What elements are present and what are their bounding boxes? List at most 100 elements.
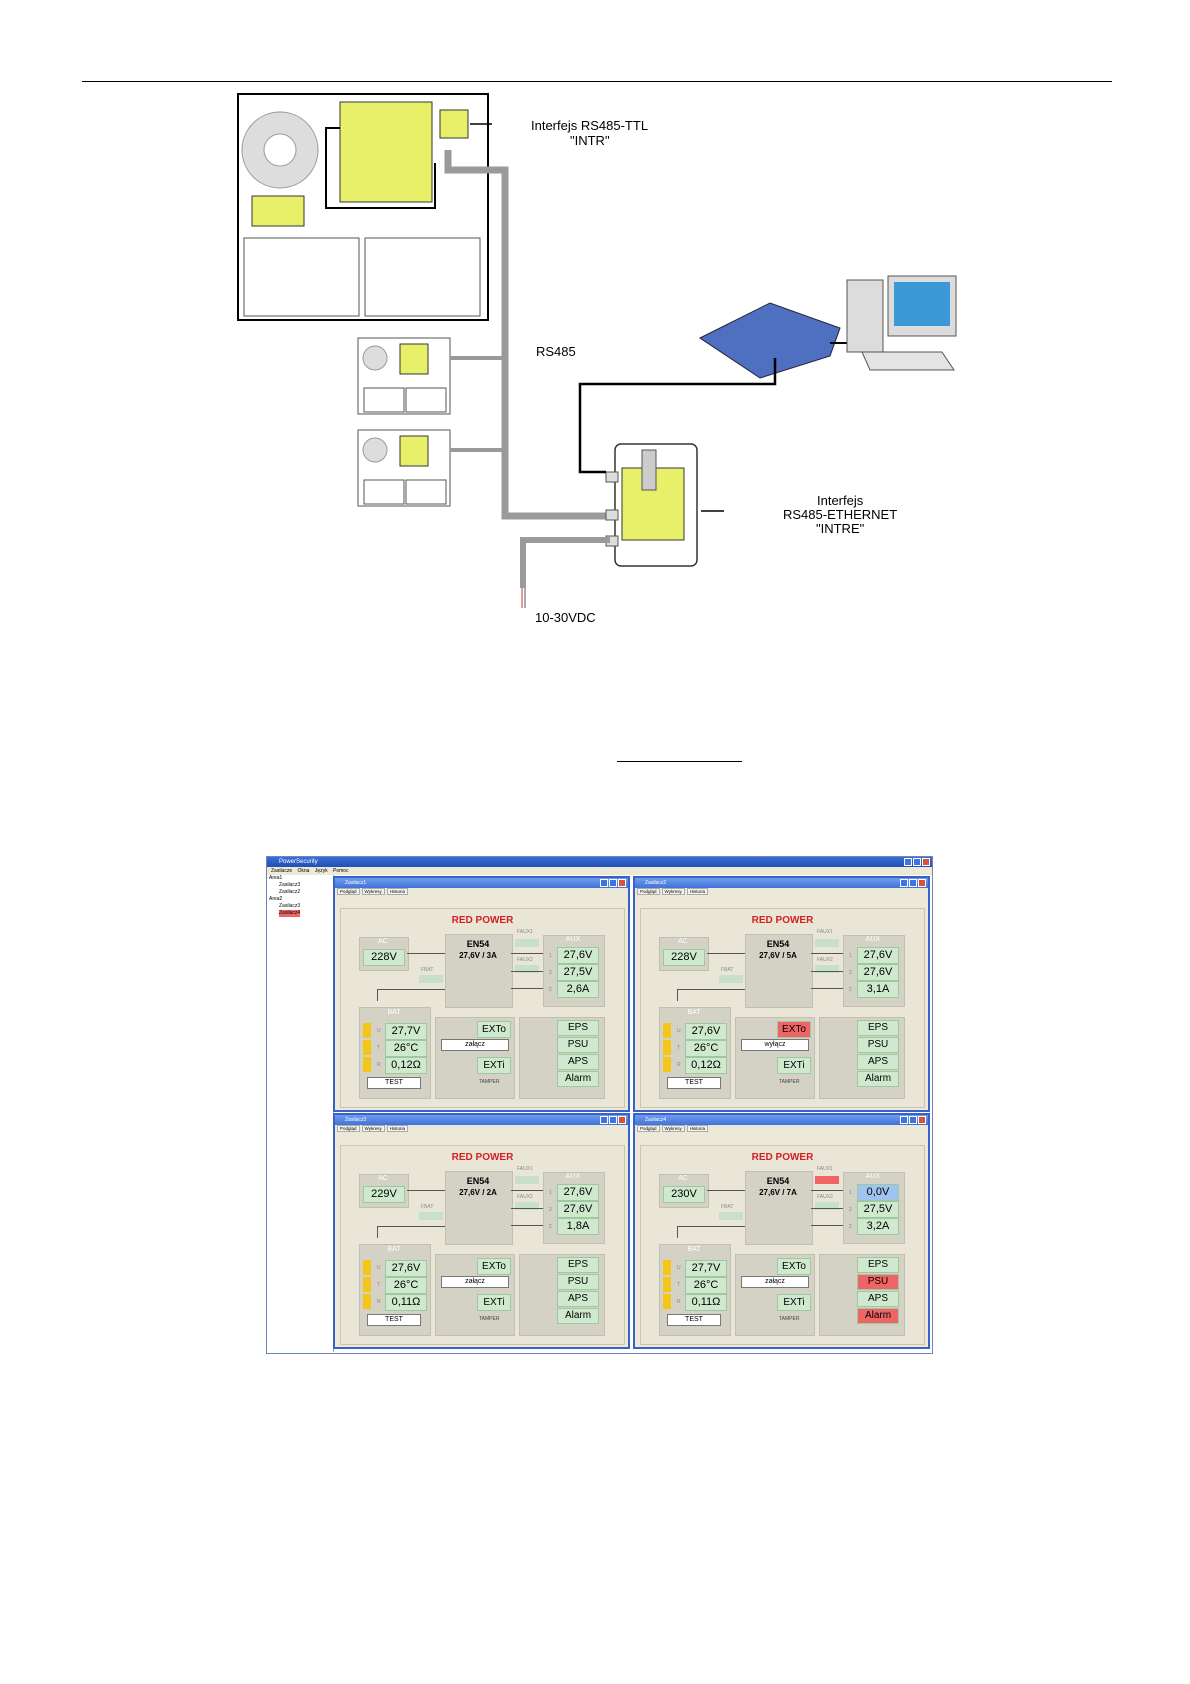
minimize-button[interactable]	[904, 858, 912, 866]
psu-window-title: Zasilacz3	[345, 1117, 367, 1123]
intre-label-line1: Interfejs	[817, 493, 864, 508]
aux2-index: 2	[849, 970, 852, 976]
tab-wykresy[interactable]: Wykresy	[361, 1125, 385, 1132]
tamper-label: TAMPER	[479, 1079, 500, 1085]
aux-label: AUX	[865, 936, 881, 943]
faux2-label: FAUX2	[817, 957, 833, 963]
wire	[511, 953, 543, 954]
menu-jezyk[interactable]: Język	[314, 868, 328, 874]
test-button[interactable]: TEST	[667, 1314, 721, 1326]
minimize-button[interactable]	[900, 1116, 908, 1124]
wire	[511, 971, 543, 972]
tab-wykresy[interactable]: Wykresy	[361, 888, 385, 895]
psu-indicator: PSU	[857, 1274, 899, 1290]
bat-label: BAT	[687, 1246, 701, 1253]
tab-historia[interactable]: Historia	[386, 1125, 408, 1132]
maximize-button[interactable]	[909, 1116, 917, 1124]
keyboard-icon	[861, 351, 955, 371]
minimize-button[interactable]	[600, 879, 608, 887]
tab-podglad[interactable]: Podgląd	[637, 1125, 660, 1132]
faux2-label: FAUX2	[817, 1194, 833, 1200]
psu-window-title: Zasilacz1	[345, 880, 367, 886]
menu-pomoc[interactable]: Pomoc	[333, 868, 349, 874]
tab-wykresy[interactable]: Wykresy	[661, 888, 685, 895]
psu-rating: 27,6V / 7A	[759, 1188, 797, 1197]
minimize-button[interactable]	[600, 1116, 608, 1124]
test-button[interactable]: TEST	[667, 1077, 721, 1089]
maximize-button[interactable]	[609, 1116, 617, 1124]
fbat-indicator	[719, 1212, 743, 1220]
aux-current: 1,8A	[557, 1218, 599, 1235]
psu-panel: RED POWER AC 228V EN54 27,6V / 5A FAUX1 …	[640, 908, 925, 1108]
psu-rating: 27,6V / 2A	[459, 1188, 497, 1197]
close-button[interactable]	[918, 1116, 926, 1124]
ext-toggle-button[interactable]: załącz	[441, 1039, 509, 1051]
psu-board	[339, 101, 433, 203]
wire	[811, 971, 843, 972]
faux2-indicator	[515, 965, 539, 973]
menu-okna[interactable]: Okna	[297, 868, 310, 874]
psu-panel: RED POWER AC 230V EN54 27,6V / 7A FAUX1 …	[640, 1145, 925, 1345]
bat-t-label: T	[377, 1045, 381, 1051]
rs485-label: RS485	[536, 344, 576, 359]
tree-item[interactable]: Zasilacz2	[279, 889, 301, 895]
close-button[interactable]	[918, 879, 926, 887]
bat-u-label: U	[677, 1265, 681, 1271]
bat-label: BAT	[687, 1009, 701, 1016]
ext-toggle-button[interactable]: załącz	[741, 1276, 809, 1288]
close-button[interactable]	[922, 858, 930, 866]
close-button[interactable]	[618, 1116, 626, 1124]
ext-toggle-button[interactable]: załącz	[441, 1276, 509, 1288]
fbat-label: FBAT	[421, 1204, 434, 1210]
exto-indicator: EXTo	[477, 1258, 511, 1275]
tab-wykresy[interactable]: Wykresy	[661, 1125, 685, 1132]
psu-window-titlebar: Zasilacz1	[335, 878, 628, 888]
tab-historia[interactable]: Historia	[386, 888, 408, 895]
wire	[377, 1226, 445, 1227]
test-button[interactable]: TEST	[367, 1314, 421, 1326]
battery-cell	[663, 1277, 671, 1292]
aux1-index: 1	[849, 1190, 852, 1196]
ac-label: AC	[378, 1175, 388, 1182]
battery-1	[243, 237, 360, 317]
tab-podglad[interactable]: Podgląd	[637, 888, 660, 895]
close-button[interactable]	[618, 879, 626, 887]
wire	[677, 1226, 745, 1227]
wire	[811, 953, 843, 954]
test-button[interactable]: TEST	[367, 1077, 421, 1089]
tree-item-area1[interactable]: Area1	[269, 875, 283, 881]
tab-historia[interactable]: Historia	[686, 888, 708, 895]
wire	[811, 1208, 843, 1209]
aps-indicator: APS	[857, 1291, 899, 1307]
maximize-button[interactable]	[913, 858, 921, 866]
tab-podglad[interactable]: Podgląd	[337, 1125, 360, 1132]
brand-title: RED POWER	[751, 1152, 814, 1163]
tab-historia[interactable]: Historia	[686, 1125, 708, 1132]
tree-item[interactable]: Zasilacz3	[279, 903, 301, 909]
psu-indicator: PSU	[557, 1274, 599, 1290]
tree-item-selected[interactable]: Zasilacz4	[279, 910, 301, 917]
tree-item-area2[interactable]: Area2	[269, 896, 283, 902]
psu-indicator: PSU	[857, 1037, 899, 1053]
maximize-button[interactable]	[609, 879, 617, 887]
minimize-button[interactable]	[900, 879, 908, 887]
menu-zasilacze[interactable]: Zasilacze	[271, 868, 293, 874]
psu-window-title: Zasilacz4	[645, 1117, 667, 1123]
maximize-button[interactable]	[909, 879, 917, 887]
faux1-label: FAUX1	[517, 1166, 533, 1172]
computer-tower-icon	[846, 279, 884, 353]
aps-indicator: APS	[557, 1291, 599, 1307]
battery-cell	[663, 1294, 671, 1309]
intr-module	[439, 109, 469, 139]
app-title: PowerSecurity	[279, 859, 318, 865]
tab-podglad[interactable]: Podgląd	[337, 888, 360, 895]
aux1-voltage: 27,6V	[557, 947, 599, 964]
wire	[677, 989, 745, 990]
tree-item[interactable]: Zasilacz3	[279, 882, 301, 888]
ext-toggle-button[interactable]: wyłącz	[741, 1039, 809, 1051]
app-menubar: Zasilacze Okna Język Pomoc	[267, 867, 932, 875]
eps-indicator: EPS	[857, 1020, 899, 1036]
